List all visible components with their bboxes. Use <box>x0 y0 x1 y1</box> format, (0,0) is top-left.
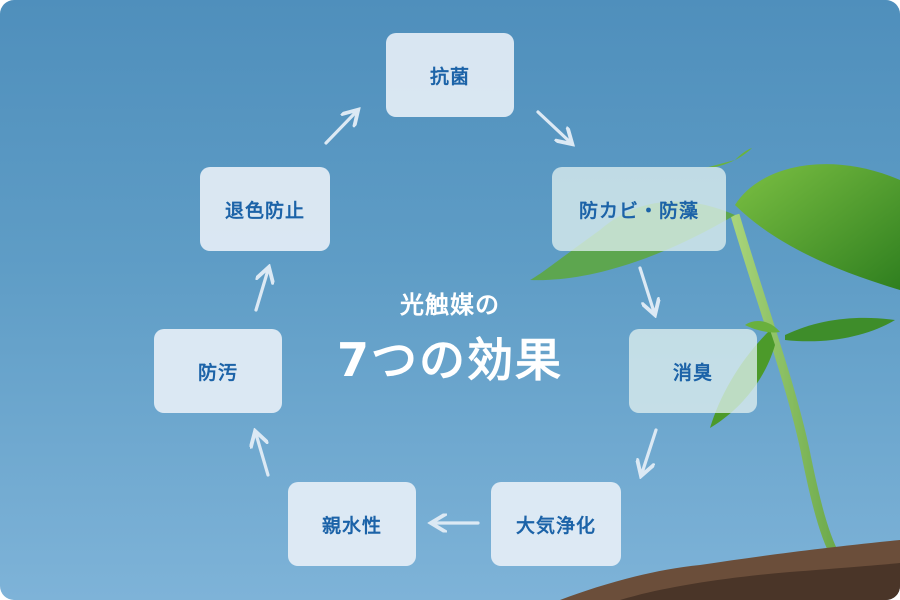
node-antibacterial: 抗菌 <box>386 33 514 117</box>
node-label: 親水性 <box>321 514 382 537</box>
node-label: 消臭 <box>672 361 713 384</box>
center-title: 光触媒の 7つの効果 <box>300 285 600 390</box>
node-air-purification: 大気浄化 <box>491 482 621 566</box>
node-label: 抗菌 <box>429 65 470 88</box>
node-antifouling: 防汚 <box>154 329 282 413</box>
arrow-1 <box>536 110 570 142</box>
node-label: 防汚 <box>197 361 238 384</box>
arrow-2 <box>638 266 654 312</box>
node-antimold: 防カビ・防藻 <box>552 167 726 251</box>
node-label: 大気浄化 <box>515 514 596 537</box>
node-deodorize: 消臭 <box>629 329 757 413</box>
arrow-5 <box>256 434 270 477</box>
node-anti-fading: 退色防止 <box>200 167 330 251</box>
arrow-7 <box>324 112 356 145</box>
title-small: 光触媒の <box>400 291 500 319</box>
arrow-6 <box>254 270 268 312</box>
node-label: 防カビ・防藻 <box>578 199 699 222</box>
arrow-3 <box>642 428 658 473</box>
title-large: 7つの効果 <box>336 333 563 387</box>
node-label: 退色防止 <box>224 199 305 222</box>
node-hydrophilic: 親水性 <box>288 482 416 566</box>
